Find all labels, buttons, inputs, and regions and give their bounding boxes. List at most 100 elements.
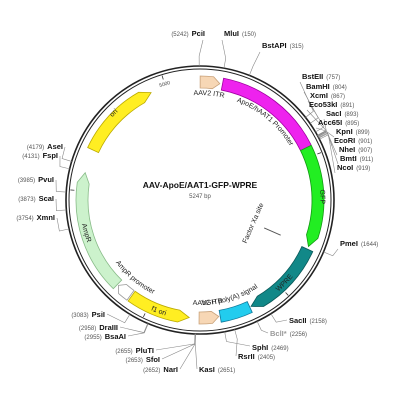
site-name: NcoI	[337, 163, 353, 172]
site-position: (150)	[242, 32, 256, 38]
site-position: (2405)	[258, 355, 275, 361]
site-labels: PciI(5242)MluI(150)BstAPI(315)BstEII(757…	[16, 29, 378, 374]
restriction-site: KasI(2651)	[199, 365, 235, 374]
site-leader-line	[318, 133, 339, 165]
site-leader-line	[270, 313, 288, 323]
restriction-site: ScaI(3873)	[18, 194, 54, 203]
site-leader-line	[317, 131, 335, 138]
site-name: KpnI	[336, 127, 353, 136]
site-position: (893)	[344, 112, 358, 118]
restriction-site: AseI(4179)	[27, 142, 63, 151]
restriction-site: KpnI(899)	[336, 127, 370, 136]
site-leader-line	[61, 146, 72, 162]
site-name: KasI	[199, 365, 215, 374]
site-name: SfoI	[146, 355, 160, 364]
tick-mark	[285, 292, 289, 296]
site-leader-line	[119, 323, 149, 333]
site-name: RsrII	[238, 352, 255, 361]
backbone-ring	[65, 65, 335, 335]
site-name: SphI	[252, 343, 268, 352]
restriction-site: BmtI(911)	[340, 154, 373, 163]
bgh-polya-arc	[218, 301, 253, 323]
restriction-site: BsaAI (2955)	[84, 332, 126, 341]
site-name: XcmI	[310, 91, 328, 100]
restriction-site: PsiI (3083)	[71, 310, 105, 319]
site-name: PvuI	[38, 175, 54, 184]
site-position: (315)	[290, 44, 304, 50]
site-leader-line	[55, 179, 67, 193]
restriction-site: EcoRI(901)	[334, 136, 372, 145]
site-position: (2158)	[310, 319, 327, 325]
site-leader-line	[323, 248, 339, 257]
site-leader-line	[299, 81, 314, 118]
site-position: (1644)	[361, 242, 378, 248]
site-position: (2256)	[290, 332, 307, 338]
ori-arc	[87, 91, 152, 154]
site-position: (895)	[345, 121, 359, 127]
site-position: (2652)	[143, 368, 160, 374]
site-name: PciI	[192, 29, 205, 38]
site-position: (4131)	[22, 154, 39, 160]
tick-mark	[317, 152, 322, 155]
restriction-site: Acc65I(895)	[318, 118, 359, 127]
aav2-itr-top-label: AAV2 ITR	[193, 90, 225, 100]
site-name: BclI*	[270, 329, 287, 338]
site-position: (901)	[358, 139, 372, 145]
site-name: FspI	[43, 151, 58, 160]
site-name: NarI	[163, 365, 178, 374]
restriction-site: XmnI (3754)	[16, 213, 55, 222]
site-position: (4179)	[27, 145, 44, 151]
site-leader-line	[234, 329, 238, 357]
site-leader-lines	[55, 39, 339, 370]
site-name: XmnI	[37, 213, 55, 222]
site-leader-line	[56, 217, 70, 232]
site-position: (2469)	[271, 346, 288, 352]
wpre-arc	[250, 246, 314, 307]
site-name: SacI	[326, 109, 341, 118]
site-name: PmeI	[340, 239, 358, 248]
site-position: (804)	[333, 85, 347, 91]
site-name: ScaI	[39, 194, 54, 203]
site-leader-line	[315, 127, 328, 137]
restriction-site: XcmI(867)	[310, 91, 345, 100]
restriction-site: MluI(150)	[224, 29, 256, 38]
gfp-arc	[299, 144, 325, 248]
site-name: BmtI	[340, 154, 357, 163]
site-name: Acc65I	[318, 118, 342, 127]
site-position: (3083)	[71, 313, 88, 319]
plasmid-title: AAV-ApoE/AAT1-GFP-WPRE	[143, 180, 258, 190]
restriction-site: BamHI(804)	[306, 82, 347, 91]
backbone-inner	[68, 68, 332, 332]
site-name: PsiI	[92, 310, 105, 319]
tick-mark	[142, 313, 146, 318]
f1-ori-arc	[127, 290, 191, 323]
restriction-site: Eco53kI(891)	[309, 100, 354, 109]
site-position: (907)	[358, 148, 372, 154]
restriction-site: NarI(2652)	[143, 365, 178, 374]
site-leader-line	[161, 333, 196, 360]
site-name: DraIII	[99, 323, 118, 332]
site-name: BstAPI	[262, 41, 287, 50]
site-position: (3985)	[18, 178, 35, 184]
site-leader-line	[224, 331, 251, 347]
site-leader-line	[318, 132, 338, 156]
site-position: (5242)	[171, 32, 188, 38]
aav2-itr-bottom-arc	[198, 311, 220, 325]
factor-xa-site-label: Factor Xa site	[242, 202, 266, 244]
site-position: (2955)	[84, 335, 101, 341]
ori-label: ori	[109, 108, 120, 119]
restriction-site: SphI(2469)	[252, 343, 289, 352]
restriction-site: PmeI(1644)	[340, 239, 378, 248]
site-leader-line	[106, 313, 131, 324]
restriction-site: FspI (4131)	[22, 151, 58, 160]
site-leader-line	[155, 333, 196, 351]
site-name: BamHI	[306, 82, 330, 91]
site-name: MluI	[224, 29, 239, 38]
ampr-promoter-arc	[118, 284, 135, 301]
site-position: (3754)	[16, 216, 33, 222]
site-leader-line	[179, 333, 196, 370]
site-name: BsaAI	[105, 332, 126, 341]
site-position: (2655)	[115, 349, 132, 355]
site-leader-line	[55, 198, 67, 212]
